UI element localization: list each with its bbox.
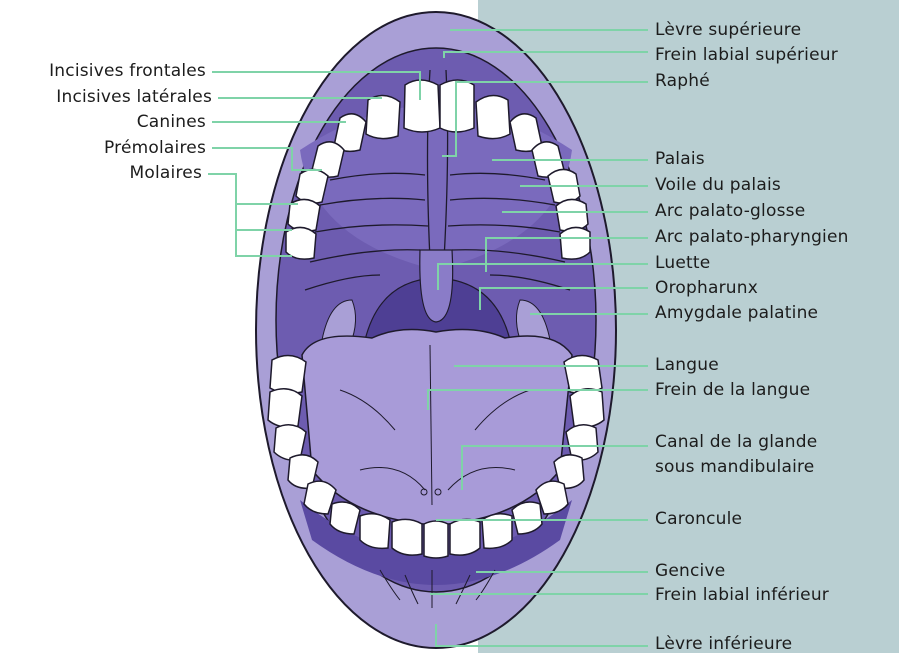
- label-oropharunx: Oropharunx: [655, 278, 758, 298]
- label-arc-palato-glosse: Arc palato-glosse: [655, 201, 805, 221]
- label-amygdale-palatine: Amygdale palatine: [655, 303, 818, 323]
- label-frein-labial-inferieur: Frein labial inférieur: [655, 585, 829, 605]
- label-gencive: Gencive: [655, 561, 725, 581]
- label-palais: Palais: [655, 149, 705, 169]
- label-incisives-laterales: Incisives latérales: [56, 87, 212, 107]
- label-levre-inferieure: Lèvre inférieure: [655, 634, 792, 654]
- label-arc-palato-pharyngien: Arc palato-pharyngien: [655, 227, 849, 247]
- label-molaires: Molaires: [130, 163, 202, 183]
- label-premolaires: Prémolaires: [104, 138, 206, 158]
- label-canines: Canines: [137, 112, 206, 132]
- label-luette: Luette: [655, 253, 710, 273]
- label-caroncule: Caroncule: [655, 509, 742, 529]
- label-incisives-frontales: Incisives frontales: [49, 61, 206, 81]
- label-langue: Langue: [655, 355, 719, 375]
- tongue: [302, 330, 572, 525]
- label-voile-du-palais: Voile du palais: [655, 175, 781, 195]
- label-frein-de-la-langue: Frein de la langue: [655, 380, 810, 400]
- label-raphe: Raphé: [655, 71, 710, 91]
- label-frein-labial-superieur: Frein labial supérieur: [655, 45, 838, 65]
- label-levre-superieure: Lèvre supérieure: [655, 20, 801, 40]
- label-canal-glande-1: Canal de la glande: [655, 432, 817, 452]
- label-canal-glande-2: sous mandibulaire: [655, 457, 814, 477]
